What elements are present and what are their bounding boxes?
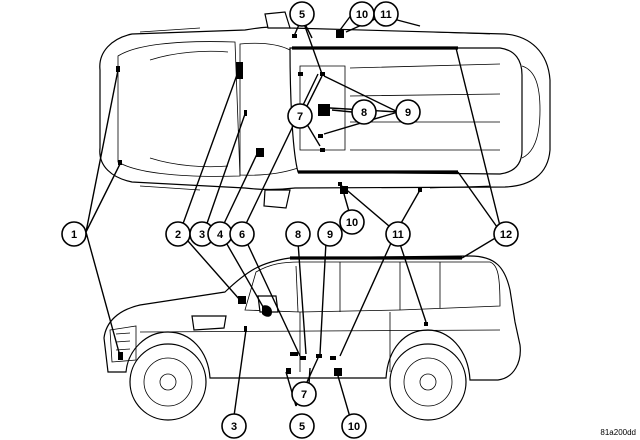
callout-5-bottom: 5 [289, 413, 315, 439]
svg-text:10: 10 [346, 217, 358, 229]
callout-9-top: 9 [395, 99, 421, 125]
callout-8-top: 8 [351, 99, 377, 125]
callout-5-top: 5 [289, 1, 315, 27]
callout-11-side: 11 [385, 221, 411, 247]
svg-text:1: 1 [71, 229, 77, 241]
callout-10-top: 10 [349, 1, 375, 27]
svg-text:12: 12 [500, 229, 512, 241]
callout-10-side-top: 10 [339, 209, 365, 235]
svg-text:10: 10 [356, 9, 368, 21]
svg-text:9: 9 [405, 107, 411, 119]
svg-text:5: 5 [299, 421, 305, 433]
svg-text:11: 11 [392, 229, 404, 241]
callout-12: 12 [493, 221, 519, 247]
svg-text:8: 8 [295, 229, 301, 241]
callout-3-bottom: 3 [221, 413, 247, 439]
callout-11-top: 11 [373, 1, 399, 27]
callout-6: 6 [229, 221, 255, 247]
callout-4: 4 [207, 221, 233, 247]
callout-2: 2 [165, 221, 191, 247]
svg-text:3: 3 [199, 229, 205, 241]
callout-7-bottom: 7 [291, 381, 317, 407]
vehicle-top-view [99, 11, 551, 209]
callouts: 1 2 3 4 6 8 9 11 12 10 5 10 11 8 7 9 3 5… [61, 1, 519, 439]
vehicle-side-view [103, 255, 521, 421]
svg-text:2: 2 [175, 229, 181, 241]
callout-9-side: 9 [317, 221, 343, 247]
svg-text:8: 8 [361, 107, 367, 119]
callout-7-top: 7 [287, 103, 313, 129]
svg-text:4: 4 [217, 229, 224, 241]
svg-text:9: 9 [327, 229, 333, 241]
svg-text:7: 7 [297, 111, 303, 123]
callout-10-bottom: 10 [341, 413, 367, 439]
leader-lines [85, 13, 503, 425]
svg-text:5: 5 [299, 9, 305, 21]
svg-text:10: 10 [348, 421, 360, 433]
svg-text:7: 7 [301, 389, 307, 401]
callout-1: 1 [61, 221, 87, 247]
svg-text:3: 3 [231, 421, 237, 433]
figure-id: 81a200dd [600, 428, 636, 437]
svg-text:6: 6 [239, 229, 245, 241]
svg-text:11: 11 [380, 9, 392, 21]
callout-8-side: 8 [285, 221, 311, 247]
